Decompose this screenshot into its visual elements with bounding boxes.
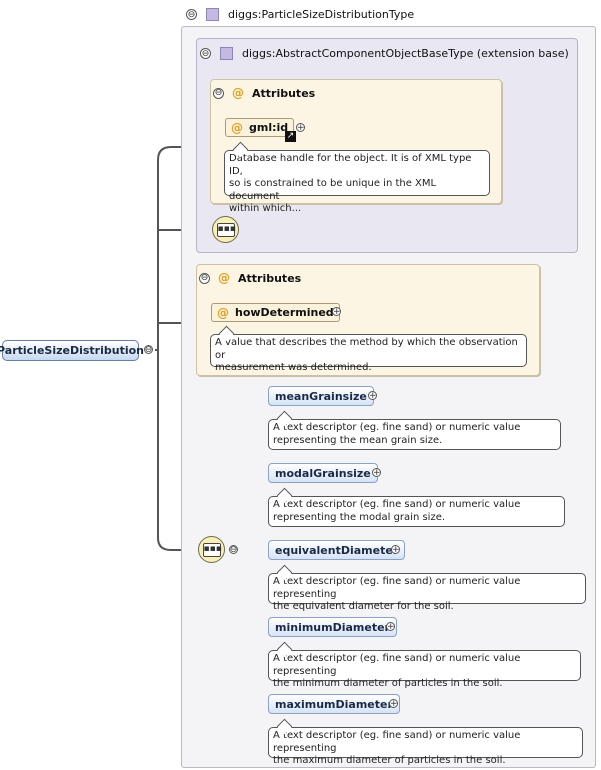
collapse-icon: ⊖ [144, 344, 153, 355]
root-collapse-toggle[interactable]: ⊖ [144, 345, 153, 354]
note-line: Database handle for the object. It is of… [229, 153, 472, 177]
reference-glyph: ↗ [286, 131, 295, 141]
element-note-maximumDiameter: A text descriptor (eg. fine sand) or num… [268, 727, 583, 766]
inherited-attributes-header: ⊖ @ Attributes [213, 86, 315, 100]
attribute-name: gml:id [249, 121, 289, 134]
note-line: representing the modal grain size. [273, 511, 446, 523]
reference-arrow-icon: ↗ [285, 131, 296, 142]
element-note-meanGrainsize: A text descriptor (eg. fine sand) or num… [268, 419, 561, 450]
base-collapse-toggle[interactable]: ⊖ [200, 48, 211, 59]
element-note-equivalentDiameter: A text descriptor (eg. fine sand) or num… [268, 573, 586, 612]
element-node-minimumDiameter[interactable]: minimumDiameter [268, 617, 397, 637]
root-element-node[interactable]: ParticleSizeDistribution [0, 340, 144, 361]
element-name: modalGrainsize [275, 466, 371, 480]
note-line: A text descriptor (eg. fine sand) or num… [273, 422, 521, 433]
expand-glyph: + [297, 123, 305, 133]
element-node-maximumDiameter[interactable]: maximumDiameter [268, 694, 400, 714]
note-line: A text descriptor (eg. fine sand) or num… [273, 576, 521, 600]
type-box-header: ⊖ diggs:ParticleSizeDistributionType [186, 8, 414, 21]
element-note-minimumDiameter: A text descriptor (eg. fine sand) or num… [268, 650, 581, 689]
expand-icon[interactable]: + [389, 699, 398, 709]
own-attributes-collapse-toggle[interactable]: ⊖ [199, 272, 210, 284]
expand-glyph: + [387, 622, 395, 632]
collapse-icon: ⊖ [187, 9, 196, 20]
expand-icon[interactable]: + [368, 391, 377, 401]
sequence-glyph: ▪▪▪ [216, 222, 236, 237]
sequence-glyph: ▪▪▪ [202, 542, 222, 557]
type-square-icon [220, 47, 233, 60]
collapse-icon: ⊖ [229, 544, 238, 555]
own-attributes-header: ⊖ @ Attributes [199, 271, 301, 285]
type-collapse-toggle[interactable]: ⊖ [186, 9, 197, 20]
type-box-title: diggs:ParticleSizeDistributionType [228, 8, 415, 21]
expand-icon[interactable]: + [296, 123, 305, 133]
attribute-at-icon: @ [218, 271, 230, 285]
expand-icon[interactable]: + [372, 468, 381, 478]
sequence-compositor-icon[interactable]: ▪▪▪ [212, 216, 239, 243]
element-node-meanGrainsize[interactable]: meanGrainsize [268, 386, 374, 406]
type-square-icon [206, 8, 219, 21]
attribute-node-gml-id[interactable]: @ gml:id [225, 118, 295, 137]
attribute-at-icon: @ [217, 305, 229, 320]
element-note-modalGrainsize: A text descriptor (eg. fine sand) or num… [268, 496, 565, 527]
sequence-collapse-toggle[interactable]: ⊖ [229, 545, 238, 554]
note-line: within which... [229, 203, 302, 214]
expand-icon[interactable]: + [332, 307, 341, 317]
note-line: the minimum diameter of particles in the… [273, 678, 503, 689]
expand-glyph: + [392, 545, 400, 555]
note-line: the maximum diameter of particles in the… [273, 755, 506, 766]
root-element-label: ParticleSizeDistribution [0, 344, 144, 357]
note-line: measurement was determined. [215, 362, 372, 373]
element-name: meanGrainsize [275, 389, 367, 403]
expand-icon[interactable]: + [391, 545, 400, 555]
expand-glyph: + [333, 307, 341, 317]
attribute-name: howDetermined [235, 306, 334, 319]
note-line: representing the mean grain size. [273, 434, 443, 446]
element-name: maximumDiameter [275, 697, 393, 711]
base-type-header: ⊖ diggs:AbstractComponentObjectBaseType … [200, 47, 569, 60]
attribute-at-icon: @ [231, 120, 243, 135]
attribute-note-howDetermined: A value that describes the method by whi… [210, 334, 527, 373]
element-node-equivalentDiameter[interactable]: equivalentDiameter [268, 540, 406, 560]
expand-glyph: + [369, 391, 377, 401]
collapse-icon: ⊖ [201, 48, 210, 59]
element-name: equivalentDiameter [275, 543, 399, 557]
expand-icon[interactable]: + [386, 622, 395, 632]
note-line: so is constrained to be unique in the XM… [229, 178, 437, 202]
inherited-attributes-collapse-toggle[interactable]: ⊖ [213, 87, 224, 99]
element-name: minimumDiameter [275, 620, 390, 634]
expand-glyph: + [390, 699, 398, 709]
sequence-compositor-icon[interactable]: ▪▪▪ [198, 536, 225, 563]
note-line: the equivalent diameter for the soil. [273, 601, 454, 612]
own-attributes-title: Attributes [238, 271, 302, 285]
element-node-modalGrainsize[interactable]: modalGrainsize [268, 463, 378, 483]
inherited-attributes-title: Attributes [252, 86, 316, 100]
note-line: A text descriptor (eg. fine sand) or num… [273, 730, 521, 754]
expand-glyph: + [373, 468, 381, 478]
collapse-icon: ⊖ [200, 273, 209, 283]
attribute-node-howDetermined[interactable]: @ howDetermined [211, 303, 340, 322]
base-type-title: diggs:AbstractComponentObjectBaseType (e… [242, 47, 569, 60]
attribute-note-gml-id: Database handle for the object. It is of… [224, 150, 490, 214]
note-line: A text descriptor (eg. fine sand) or num… [273, 499, 521, 510]
note-line: A text descriptor (eg. fine sand) or num… [273, 653, 521, 677]
attribute-at-icon: @ [232, 86, 244, 100]
note-line: A value that describes the method by whi… [215, 337, 518, 361]
collapse-icon: ⊖ [214, 88, 223, 98]
